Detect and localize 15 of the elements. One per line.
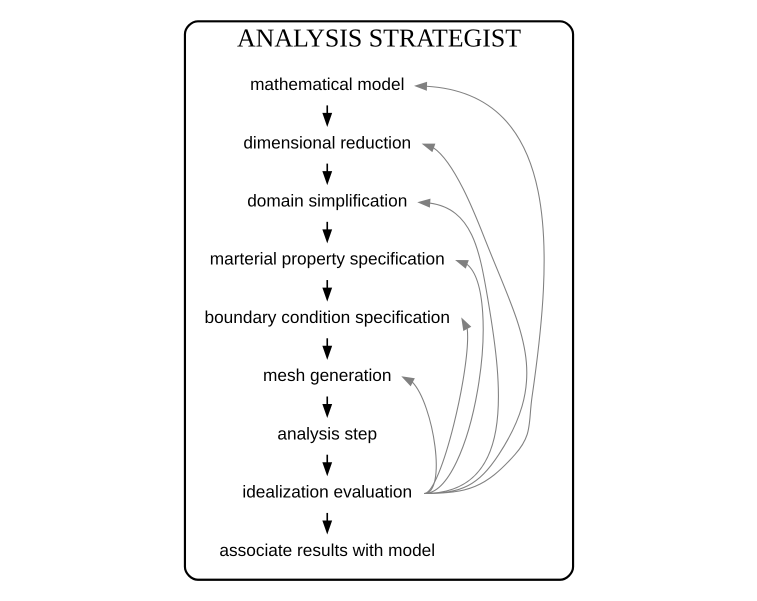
arrow (414, 82, 544, 494)
node-text: boundary condition specification (204, 306, 450, 327)
node-text: associate results with model (218, 540, 435, 560)
arrow (424, 317, 471, 494)
node-text: mathematical model (250, 74, 404, 94)
arrow (421, 144, 527, 494)
node-text: analysis step (276, 423, 377, 444)
node-text: marterial property specification (209, 248, 444, 269)
arrow (416, 198, 498, 494)
arrow (400, 376, 436, 494)
arrow (424, 260, 484, 494)
node-text: dimensional reduction (242, 132, 411, 152)
node-text: domain simplification (246, 190, 407, 210)
node-text: mesh generation (262, 365, 391, 386)
node-text: idealization evaluation (242, 482, 412, 502)
